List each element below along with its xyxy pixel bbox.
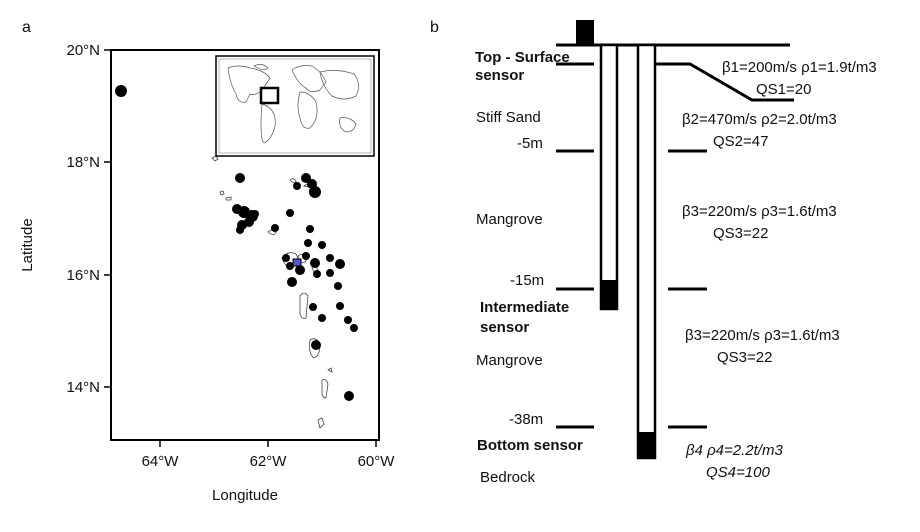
props-layer1-line2: QS1=20 xyxy=(756,81,811,98)
depth-ticks-right xyxy=(668,149,707,429)
intermediate-borehole xyxy=(599,43,619,311)
layer-bedrock: Bedrock xyxy=(480,469,536,486)
props-layer4-line2: QS3=22 xyxy=(717,349,772,366)
map-panel: 20°N 18°N 16°N 14°N 64°W 62°W 60°W Longi… xyxy=(19,42,395,504)
x-tick-62w: 62°W xyxy=(250,453,288,470)
top-sensor-block xyxy=(576,20,594,45)
top-sensor-label-1: Top - Surface xyxy=(475,49,570,66)
panel-a-label: a xyxy=(22,19,31,36)
depth-38m: -38m xyxy=(509,411,543,428)
depth-5m: -5m xyxy=(517,135,543,152)
x-tick-64w: 64°W xyxy=(142,453,180,470)
bottom-sensor-label: Bottom sensor xyxy=(477,437,583,454)
inset-world-map xyxy=(215,55,375,157)
top-sensor-label-2: sensor xyxy=(475,67,524,84)
y-tick-20n: 20°N xyxy=(66,42,100,59)
props-layer5-line1: β4 ρ4=2.2t/m3 xyxy=(685,442,783,459)
y-tick-16n: 16°N xyxy=(66,267,100,284)
mid-sensor-label-2: sensor xyxy=(480,319,529,336)
depth-15m: -15m xyxy=(510,272,544,289)
x-axis-label: Longitude xyxy=(212,487,278,504)
study-site-marker xyxy=(292,258,302,267)
inset-region-box xyxy=(259,86,280,105)
map-ticks xyxy=(104,49,377,447)
layer-mangrove-2: Mangrove xyxy=(476,352,543,369)
deep-borehole xyxy=(636,43,657,460)
props-layer2-line2: QS2=47 xyxy=(713,133,768,150)
y-axis-label: Latitude xyxy=(19,218,36,271)
layer-boundary xyxy=(655,62,794,102)
props-layer4-line1: β3=220m/s ρ3=1.6t/m3 xyxy=(685,327,840,344)
layer-mangrove-1: Mangrove xyxy=(476,211,543,228)
earthquake-dots xyxy=(115,85,358,401)
depth-ticks-left xyxy=(556,62,594,429)
props-layer1-line1: β1=200m/s ρ1=1.9t/m3 xyxy=(722,59,877,76)
props-layer5-line2: QS4=100 xyxy=(706,464,770,481)
x-tick-60w: 60°W xyxy=(358,453,396,470)
y-tick-14n: 14°N xyxy=(66,379,100,396)
panel-b-label: b xyxy=(430,19,439,36)
props-layer2-line1: β2=470m/s ρ2=2.0t/m3 xyxy=(682,111,837,128)
props-layer3-line1: β3=220m/s ρ3=1.6t/m3 xyxy=(682,203,837,220)
props-layer3-line2: QS3=22 xyxy=(713,225,768,242)
borehole-diagram: Top - Surface sensor Intermediate sensor… xyxy=(475,20,877,486)
y-tick-18n: 18°N xyxy=(66,154,100,171)
intermediate-sensor-block xyxy=(601,280,617,309)
layer-stiff-sand: Stiff Sand xyxy=(476,109,541,126)
bottom-sensor-block xyxy=(638,432,655,458)
mid-sensor-label-1: Intermediate xyxy=(480,299,569,316)
